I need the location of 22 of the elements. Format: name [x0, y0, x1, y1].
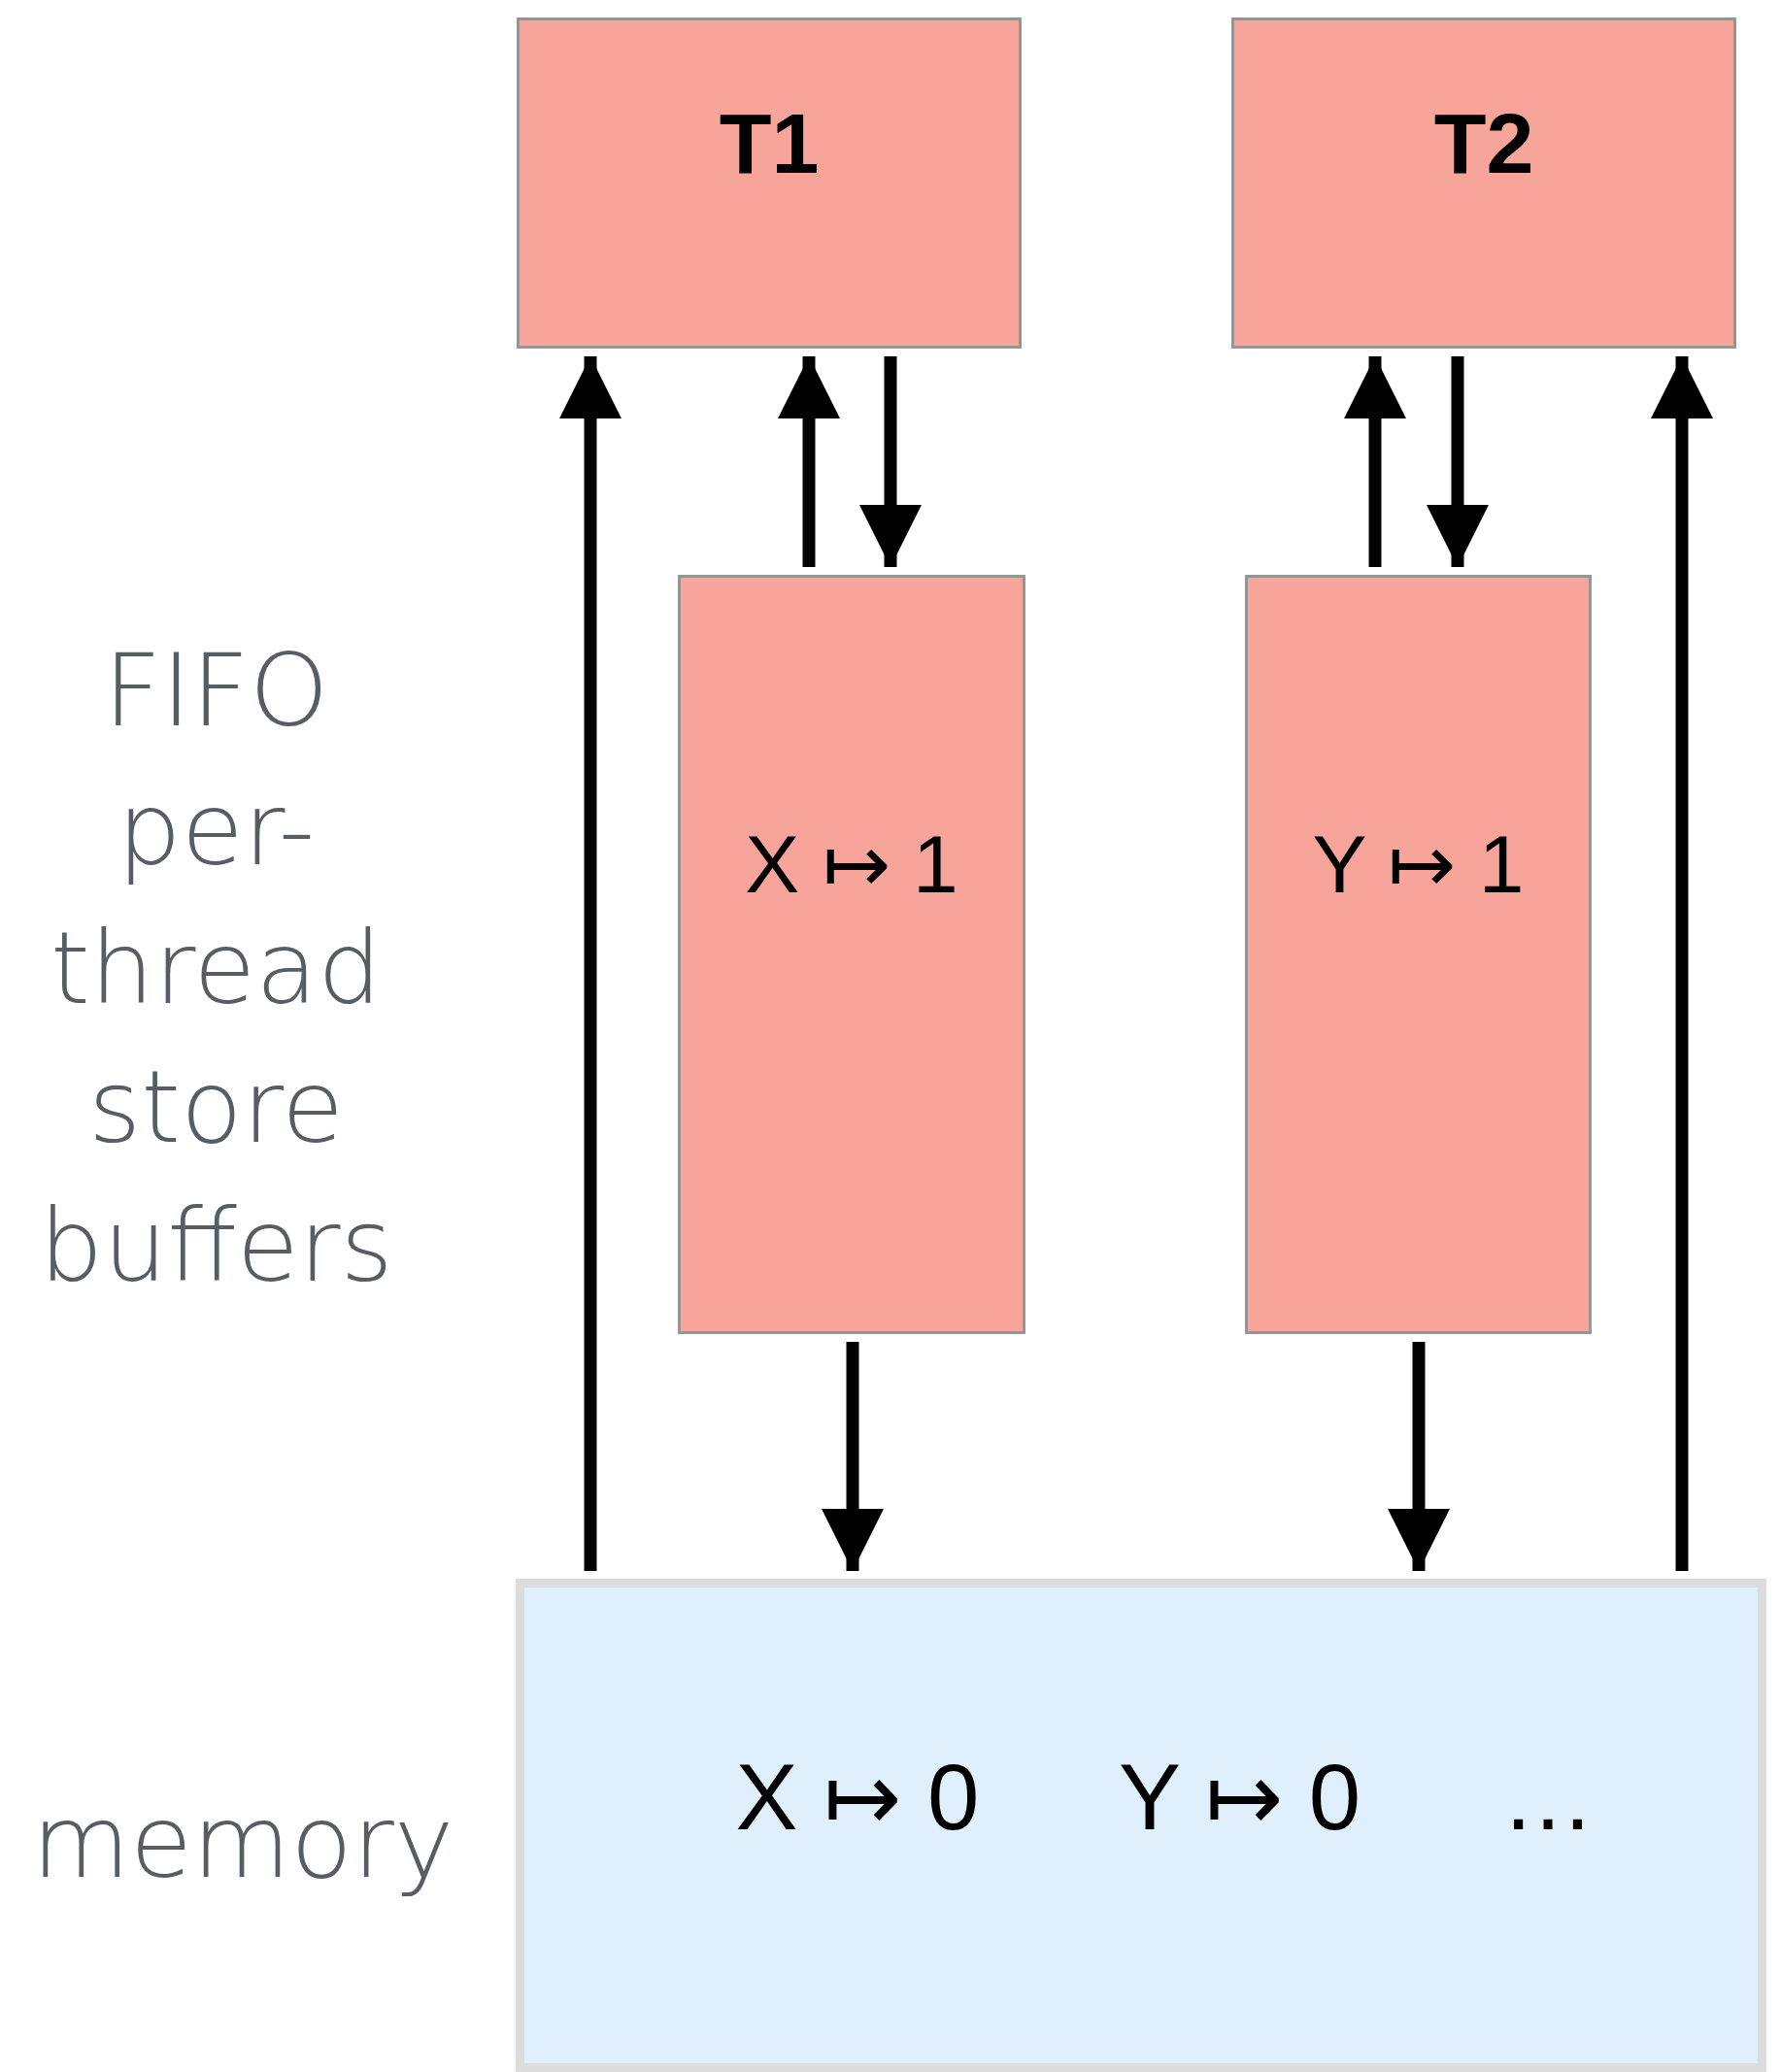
arrow: [822, 1342, 884, 1571]
arrow: [1388, 1342, 1450, 1571]
thread-label: T2: [1433, 94, 1534, 194]
memory-box: [516, 1579, 1766, 2072]
buffer-entry: Y ↦ 1: [1312, 817, 1525, 912]
arrow: [1344, 356, 1406, 567]
buffer-entry: X ↦ 1: [745, 817, 958, 912]
arrow: [1651, 356, 1713, 1571]
arrow: [559, 356, 622, 1571]
memory-entry: X ↦ 0: [735, 1743, 980, 1851]
thread-box: [1231, 17, 1736, 349]
side-label: FIFO per-thread store buffers: [38, 630, 394, 1307]
memory-entry: Y ↦ 0: [1119, 1743, 1361, 1851]
store-buffer-box: [1245, 575, 1592, 1334]
thread-label: T1: [719, 94, 820, 194]
store-buffer-box: [678, 575, 1025, 1334]
arrow: [1427, 356, 1489, 567]
arrow: [778, 356, 840, 567]
arrow: [859, 356, 922, 567]
thread-box: [517, 17, 1022, 349]
memory-entry: …: [1501, 1743, 1596, 1851]
side-label: memory: [30, 1782, 455, 1903]
